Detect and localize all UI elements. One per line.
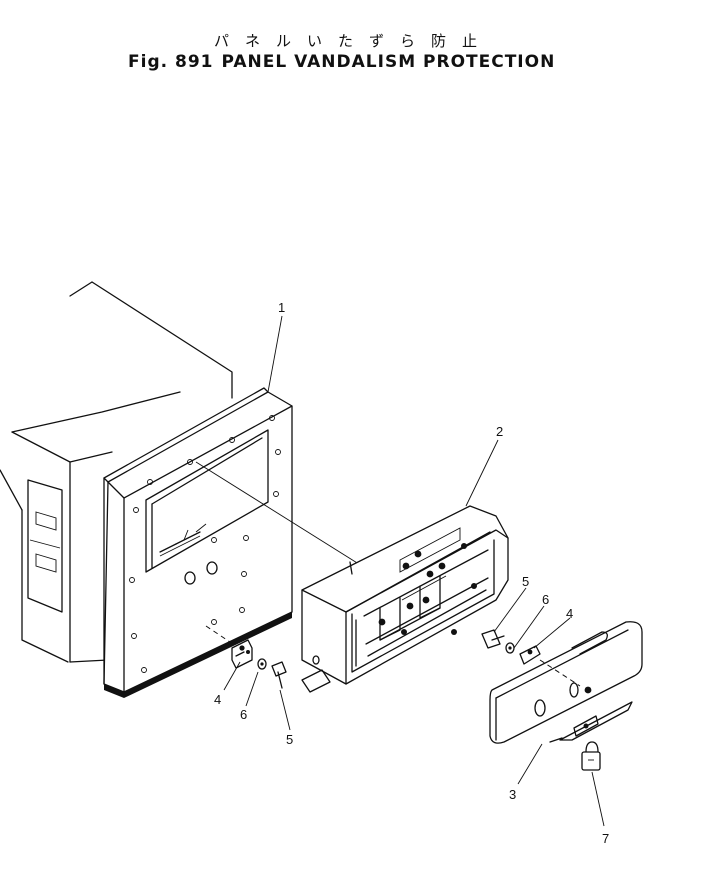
figure-number: Fig. 891 (128, 52, 214, 72)
figure-title-english: PANEL VANDALISM PROTECTION (221, 52, 556, 72)
figure-title: Fig. 891 PANEL VANDALISM PROTECTION (128, 52, 563, 72)
callouts: 1 2 3 4 6 5 5 6 4 7 (214, 300, 609, 846)
machine-housing (0, 281, 233, 663)
part-1-panel (103, 387, 293, 698)
callout-7: 7 (602, 831, 609, 846)
callout-1: 1 (278, 300, 285, 315)
leader-lines (223, 315, 605, 827)
callout-5-right: 5 (522, 574, 529, 589)
part-3-cover (489, 621, 643, 744)
callout-3: 3 (509, 787, 516, 802)
title-japanese: パネルいたずら防止 (214, 32, 494, 50)
callout-6-right: 6 (542, 592, 549, 607)
callout-6-left: 6 (240, 707, 247, 722)
callout-4-right: 4 (566, 606, 573, 621)
alignment-line (195, 461, 363, 567)
part-7-padlock (581, 741, 601, 771)
left-fastener-set (205, 625, 287, 689)
callout-4-left: 4 (214, 692, 221, 707)
callout-2: 2 (496, 424, 503, 439)
part-2-housing (301, 505, 509, 693)
callout-5-left: 5 (286, 732, 293, 747)
